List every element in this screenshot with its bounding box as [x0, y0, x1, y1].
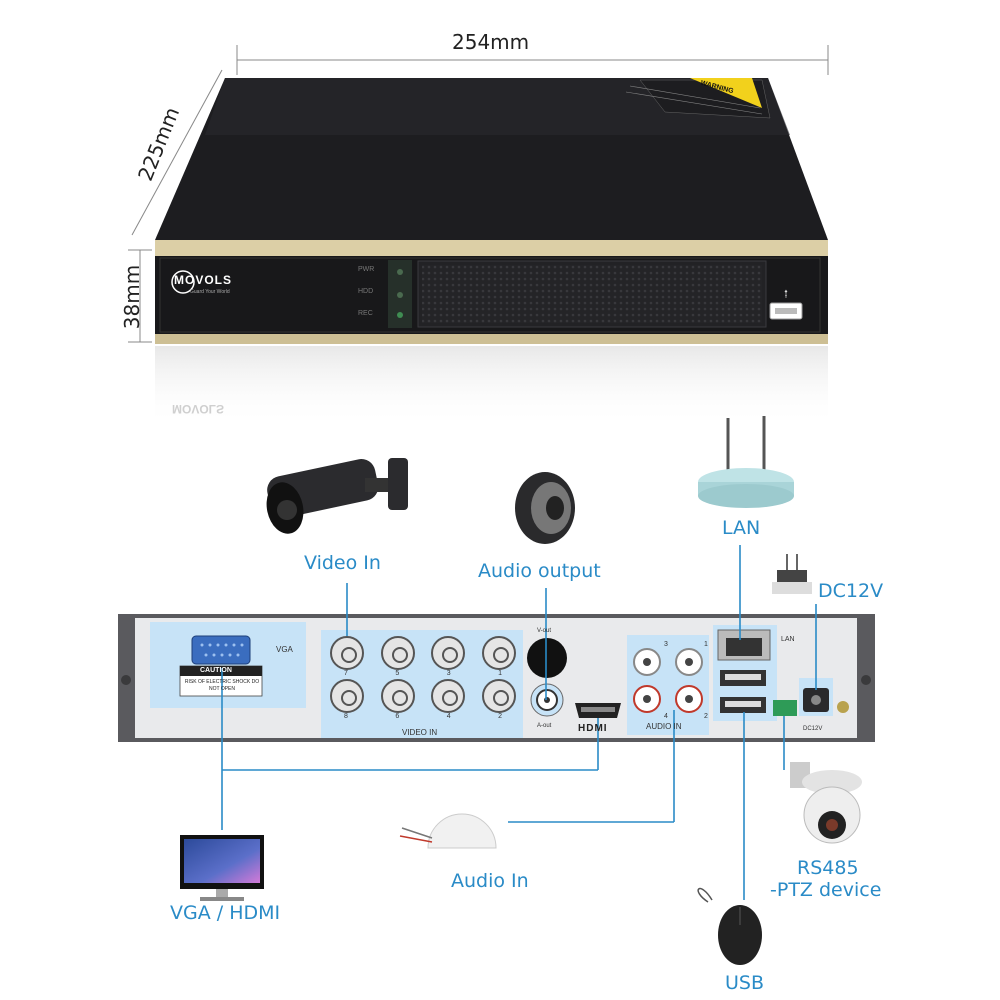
audio-port-num: 2: [704, 713, 708, 720]
monitor-icon: [180, 835, 264, 901]
bnc-port: [380, 679, 415, 713]
callout-rs485: RS485: [797, 857, 859, 879]
channel-label: 7: [344, 670, 348, 677]
vga-label: VGA: [276, 645, 293, 654]
callout-video-in: Video In: [304, 552, 381, 574]
channel-label: 6: [395, 713, 400, 720]
callout-audio-output: Audio output: [478, 560, 601, 582]
audio-port-num: 3: [664, 641, 668, 648]
dvr-unit: ⭫: [155, 78, 828, 426]
channel-label: 1: [498, 670, 502, 677]
ptz-camera-icon: [790, 762, 862, 844]
indicator-rec: REC: [358, 310, 373, 317]
channel-label: 2: [498, 713, 502, 720]
camera-icon: [266, 458, 408, 534]
aout-label: A-out: [537, 723, 552, 729]
caution-text: RISK OF ELECTRIC SHOCK DO NOT OPEN: [184, 679, 260, 692]
indicator-hdd: HDD: [358, 288, 374, 295]
lan-port-label: LAN: [781, 636, 795, 643]
audio-in-label: AUDIO IN: [646, 722, 682, 731]
bnc-port: [431, 636, 466, 670]
callout-dc12v: DC12V: [818, 580, 884, 602]
audio-in-ports: [633, 648, 703, 713]
audio-port-num: 1: [704, 641, 708, 648]
usb-symbol: ⭫: [784, 287, 788, 301]
audio-port-num: 4: [664, 713, 668, 720]
callout-audio-in: Audio In: [451, 870, 529, 892]
width-dimension: 254mm: [452, 30, 530, 54]
bnc-port: [431, 679, 466, 713]
mouse-icon: [697, 887, 762, 965]
bnc-port: [330, 679, 364, 713]
video-in-label: VIDEO IN: [402, 728, 438, 737]
vout-port: [527, 638, 567, 678]
brand-logo-circle: [171, 270, 195, 294]
indicator-labels: PWR HDD REC: [358, 266, 388, 317]
callout-vga-hdmi: VGA / HDMI: [170, 902, 281, 924]
gold-trim: [155, 240, 828, 258]
brand-tagline: Guard Your World: [190, 289, 230, 295]
speaker-icon: [515, 472, 575, 544]
vga-port: [191, 635, 251, 665]
dc-port-label: DC12V: [803, 726, 823, 732]
bnc-port: [481, 679, 516, 713]
callout-ptz-device: -PTZ device: [770, 879, 882, 901]
channel-label: 5: [395, 670, 400, 677]
reflection: [155, 346, 828, 426]
dimension-lines: [128, 45, 829, 343]
callout-usb: USB: [725, 972, 765, 994]
bnc-port: [380, 636, 415, 670]
vout-label: V-out: [537, 628, 552, 634]
channel-label: 3: [446, 670, 451, 677]
router-icon: [698, 416, 794, 508]
reflection-brand: MOVOLS: [172, 402, 225, 416]
bnc-port: [330, 636, 364, 670]
microphone-icon: [399, 813, 497, 849]
power-adapter-icon: [772, 554, 812, 594]
connection-lines: [221, 545, 817, 900]
caution-title: CAUTION: [200, 667, 232, 674]
indicator-pwr: PWR: [358, 266, 375, 273]
channel-label: 8: [344, 713, 348, 720]
bnc-grid: 7 5 3 1 8 6 4 2: [330, 636, 520, 732]
bnc-port: [481, 636, 516, 670]
rs485-terminal: [773, 700, 797, 716]
channel-label: 4: [446, 713, 451, 720]
hdmi-label: HDMI: [578, 723, 608, 734]
callout-lan: LAN: [722, 517, 761, 539]
brand-name: MOVOLS: [174, 273, 233, 287]
audio-in-highlight: [627, 635, 709, 735]
ground-screw: [837, 701, 849, 713]
vent-pattern: [422, 265, 762, 323]
